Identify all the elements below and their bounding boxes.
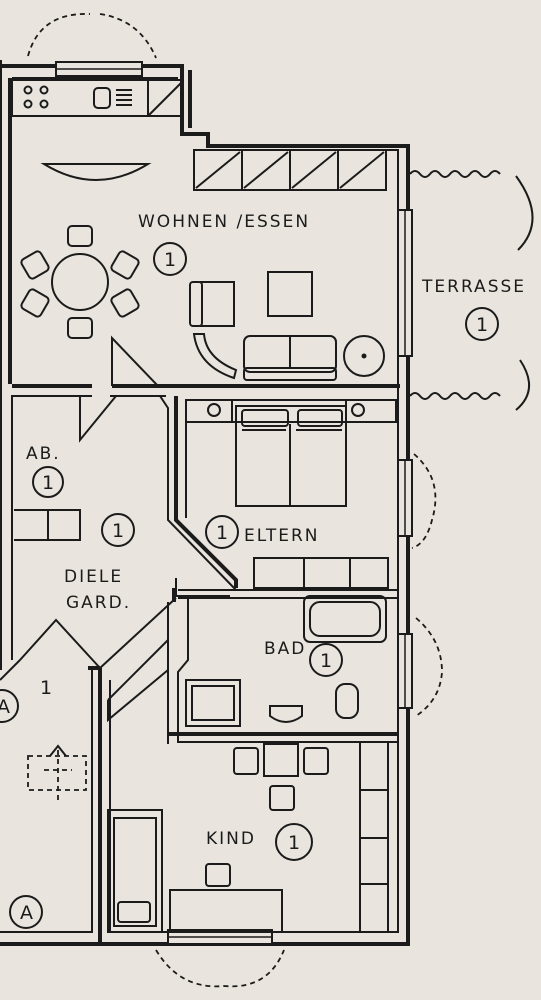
room-number-terrasse: 1	[476, 314, 488, 336]
eltern-furniture	[185, 399, 397, 589]
room-number-badge-terrasse	[465, 307, 499, 341]
room-label-ab: AB.	[26, 444, 61, 464]
doors	[27, 13, 230, 723]
room-number-diele: 1	[112, 520, 124, 542]
wall-shelf	[193, 149, 387, 191]
room-number-badge-kind	[275, 823, 313, 861]
room-label-gard: GARD.	[66, 593, 131, 613]
room-label-terrasse: TERRASSE	[421, 277, 526, 297]
neighbor-area	[27, 744, 87, 800]
room-number-badge-wohnen	[153, 242, 187, 276]
room-label-bad: BAD	[264, 639, 306, 659]
bathroom-fixtures	[185, 595, 387, 727]
windows	[55, 61, 413, 945]
room-number-eltern: 1	[216, 522, 228, 544]
room-label-diele: DIELE	[64, 567, 123, 587]
lamp-arc	[40, 163, 152, 181]
room-number-wohnen: 1	[164, 249, 176, 271]
mark-a-upper-badge	[0, 689, 19, 723]
room-number-badge-diele	[101, 513, 135, 547]
room-number-badge-bad	[309, 643, 343, 677]
room-number-ab: 1	[42, 472, 54, 494]
kitchen-counter	[11, 79, 183, 117]
room-number-badge-eltern	[205, 515, 239, 549]
room-number-neighbor: 1	[40, 677, 52, 699]
dining-set	[20, 225, 140, 339]
mark-a-lower-badge	[9, 895, 43, 929]
mark-a-lower: A	[20, 902, 33, 924]
room-label-eltern: ELTERN	[244, 526, 320, 546]
terrace-hedges	[155, 170, 534, 988]
room-label-kind: KIND	[206, 829, 256, 849]
kind-furniture	[107, 741, 389, 933]
room-labels: WOHNEN /ESSEN 1 TERRASSE 1 AB. 1 1 DIELE…	[0, 212, 526, 929]
room-number-bad: 1	[320, 650, 332, 672]
mark-a-upper: A	[0, 696, 10, 718]
room-label-wohnen: WOHNEN /ESSEN	[138, 212, 310, 232]
room-number-kind: 1	[288, 832, 300, 854]
lounge-set	[189, 271, 385, 381]
room-number-badge-ab	[32, 466, 64, 498]
